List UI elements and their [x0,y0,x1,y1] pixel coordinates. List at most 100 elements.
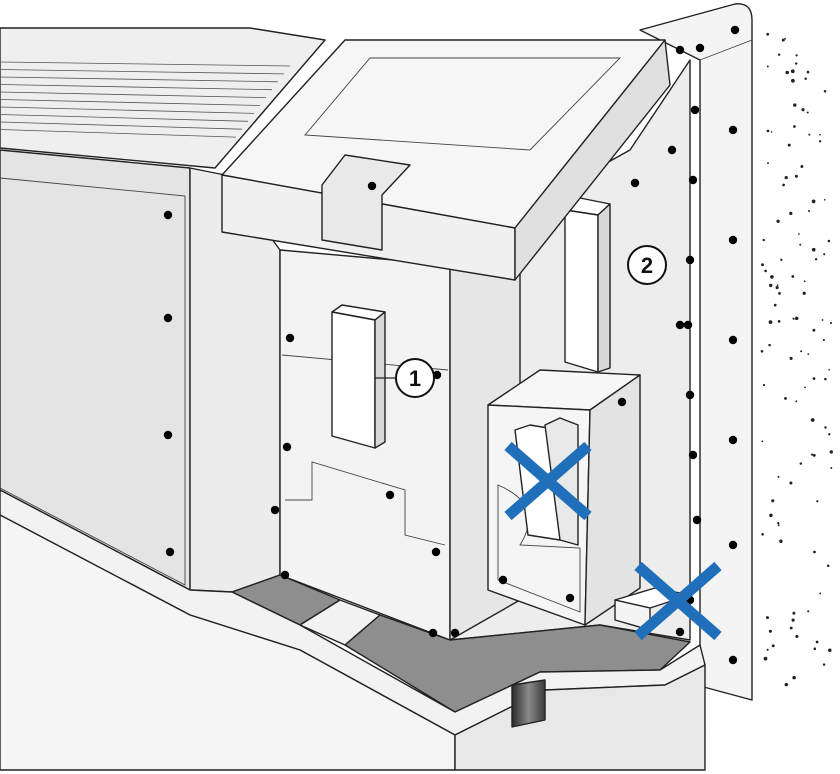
screw [618,398,626,406]
screw [691,106,699,114]
wall-speck [828,369,830,371]
screw [729,541,737,549]
wall-speck [769,514,772,517]
wall-speck [819,134,821,136]
wall-speck [795,54,797,56]
wall-speck [804,280,806,282]
wall-speck [813,454,816,457]
wall-speck [776,286,779,289]
wall-speck [830,450,833,453]
screw [729,336,737,344]
wall-speck [830,467,832,469]
wall-speck [791,69,795,73]
wall-speck [823,339,825,341]
wall-speck [785,176,788,179]
wall-speck [776,220,779,223]
wall-speck [790,357,793,360]
screw [286,334,294,342]
wall-speck [807,111,809,113]
screw [164,431,172,439]
screw [676,46,684,54]
wall-speck [769,320,773,324]
wall-speck [828,240,831,243]
block-2 [565,198,610,372]
marker-2-label: 2 [641,253,653,278]
wall-speck [785,71,789,75]
screw [166,548,174,556]
screw [693,516,701,524]
wall-speck [812,248,816,252]
wall-speck [819,140,821,142]
wall-speck [811,418,815,422]
wall-speck [812,200,816,204]
screw [668,146,676,154]
wall-speck [788,144,791,147]
wall-speck [800,350,802,352]
wall-speck [808,210,810,212]
wall-speck [763,239,765,241]
wall-speck [819,592,821,594]
wall-speck [803,292,806,295]
wall-speck [812,329,815,332]
wall-speck [804,387,806,389]
wall-speck [778,54,780,56]
wall-speck [827,565,830,568]
wall-speck [792,619,795,622]
wall-speck [778,476,780,478]
wall-speck [764,270,767,273]
wall-speck [801,108,804,111]
wall-texture [761,33,833,686]
wall-speck [761,440,763,442]
screw [164,314,172,322]
screw [686,256,694,264]
wall-speck [769,284,772,287]
wall-speck [767,130,770,133]
screw [676,321,684,329]
wall-speck [792,676,796,680]
wall-speck [763,384,765,386]
wall-speck [780,259,782,261]
wall-speck [824,199,826,201]
wall-speck [807,610,809,612]
screw [684,321,692,329]
block-1 [332,305,385,448]
wall-speck [828,433,830,435]
wall-speck [770,275,774,279]
screw [631,179,639,187]
wall-speck [795,400,797,402]
wall-speck [814,647,817,650]
wall-speck [793,125,796,128]
wall-speck [766,616,769,619]
screw [729,236,737,244]
wall-speck [772,644,775,647]
wall-speck [807,353,809,355]
wall-speck [782,184,785,187]
base-slot [512,680,545,727]
screw [689,451,697,459]
screw [729,436,737,444]
screw [451,629,459,637]
wall-speck [790,627,793,630]
marker-2: 2 [628,246,666,284]
wall-speck [774,304,777,307]
screw [432,548,440,556]
wall-speck [791,275,794,278]
wall-speck [771,499,774,502]
wall-speck [830,322,832,324]
wall-speck [767,66,769,68]
wall-speck [816,500,818,502]
wall-speck [793,318,795,320]
wall-speck [822,319,824,321]
wall-speck [779,540,782,543]
screw [386,491,394,499]
wall-speck [813,551,816,554]
screw [164,211,172,219]
wall-speck [784,397,787,400]
wall-speck [761,350,764,353]
wall-speck [824,90,827,93]
wall-speck [778,292,781,295]
screw [729,656,737,664]
wall-speck [828,649,832,653]
screw [283,443,291,451]
